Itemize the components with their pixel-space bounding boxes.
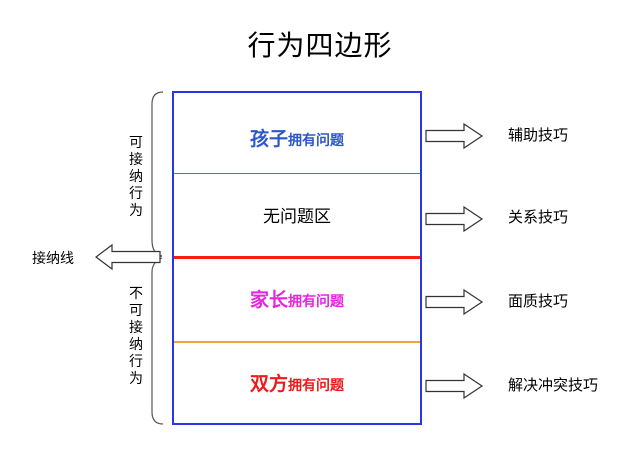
child-zone-subtitle: 拥有问题 xyxy=(288,133,344,149)
both-zone-subtitle: 拥有问题 xyxy=(288,378,344,394)
child-owns-problem-zone: 孩子拥有问题 xyxy=(174,124,420,151)
conflict-resolution-skills-arrow xyxy=(425,372,484,400)
parent-zone-divider xyxy=(174,341,420,343)
relationship-skills-label: 关系技巧 xyxy=(508,208,569,226)
both-zone-title: 双方 xyxy=(249,373,288,395)
behavior-window-frame xyxy=(172,91,422,425)
acceptance-line-label: 接纳线 xyxy=(32,251,74,267)
acceptable-behavior-label: 可接纳行为 xyxy=(129,135,143,219)
child-zone-divider xyxy=(174,173,420,174)
acceptable-brace xyxy=(151,91,164,261)
child-zone-title: 孩子 xyxy=(249,128,288,150)
parent-zone-subtitle: 拥有问题 xyxy=(288,294,344,310)
diagram-title: 行为四边形 xyxy=(247,29,393,62)
acceptance-line-arrow xyxy=(95,243,161,271)
parent-zone-title: 家长 xyxy=(249,289,288,311)
relationship-skills-arrow xyxy=(425,205,484,233)
conflict-resolution-skills-label: 解决冲突技巧 xyxy=(508,376,599,394)
acceptance-line xyxy=(174,256,420,259)
helping-skills-arrow xyxy=(425,122,484,150)
no-problem-zone: 无问题区 xyxy=(263,207,331,227)
both-own-problem-zone: 双方拥有问题 xyxy=(174,369,420,396)
unacceptable-behavior-label: 不可接纳行为 xyxy=(129,286,143,387)
confrontation-skills-label: 面质技巧 xyxy=(508,292,569,310)
helping-skills-label: 辅助技巧 xyxy=(508,126,569,144)
skill-arrows xyxy=(425,122,484,400)
unacceptable-brace xyxy=(151,257,164,425)
parent-owns-problem-zone: 家长拥有问题 xyxy=(174,285,420,312)
confrontation-skills-arrow xyxy=(425,288,484,316)
